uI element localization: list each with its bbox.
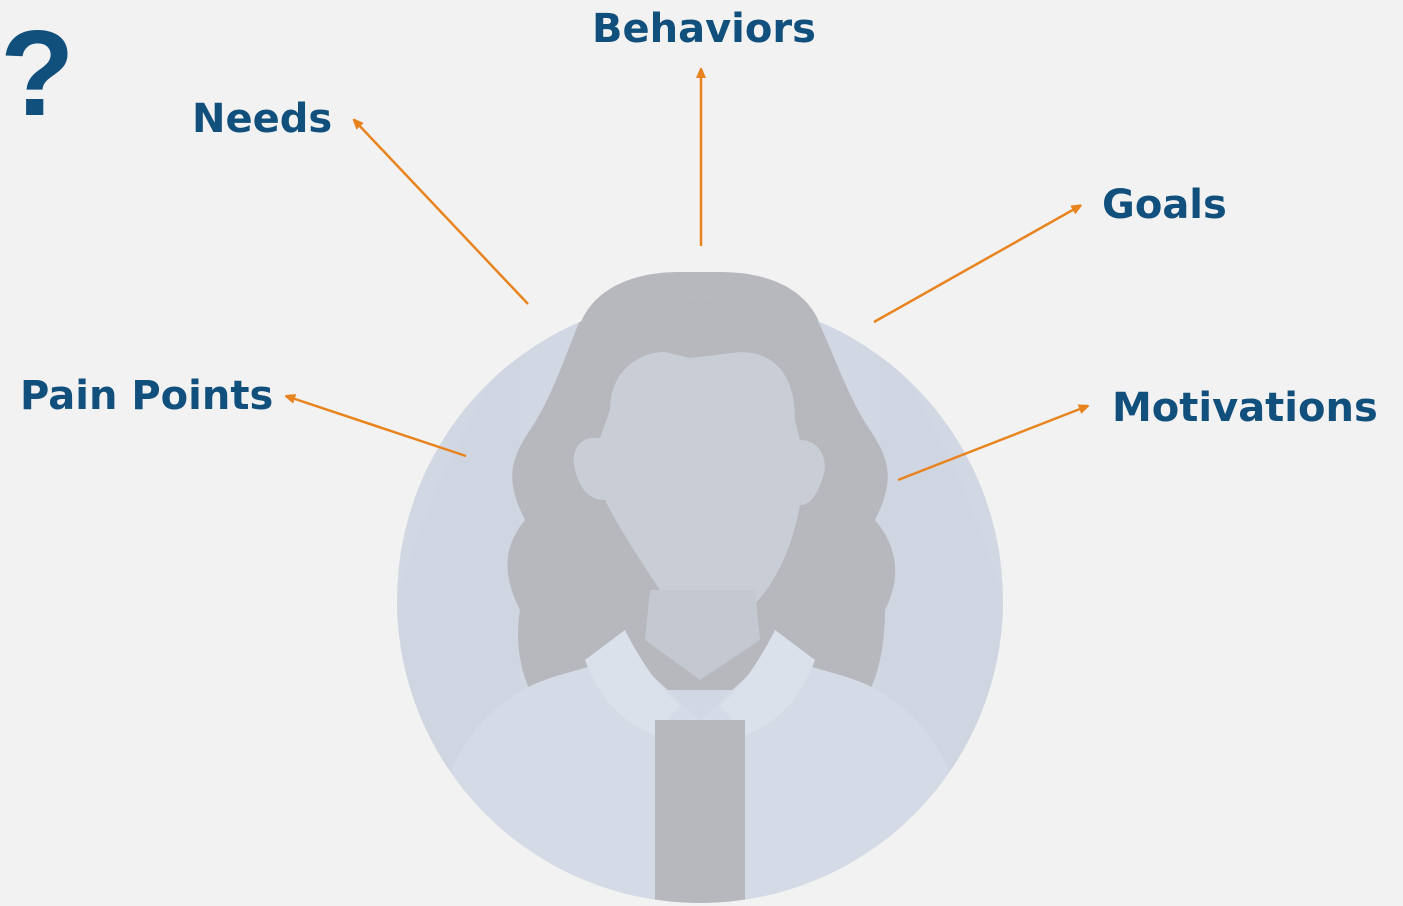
label-pain-points: Pain Points — [20, 373, 274, 419]
avatar-placket — [655, 720, 745, 903]
avatar-collar-right — [720, 630, 815, 735]
label-behaviors: Behaviors — [592, 6, 816, 52]
arrows — [289, 72, 1085, 482]
arrow-motivations — [897, 407, 1085, 482]
arrow-pain-points — [289, 397, 467, 458]
arrow-needs — [356, 122, 529, 305]
label-goals: Goals — [1102, 182, 1227, 228]
avatar-collar-left — [585, 630, 680, 735]
label-needs: Needs — [192, 96, 333, 142]
arrow-goals — [873, 207, 1078, 324]
person-silhouette-icon — [397, 272, 1003, 903]
avatar-face — [573, 352, 825, 622]
label-motivations: Motivations — [1112, 385, 1378, 431]
avatar-neck — [645, 590, 760, 680]
question-mark-icon: ? — [0, 5, 75, 141]
